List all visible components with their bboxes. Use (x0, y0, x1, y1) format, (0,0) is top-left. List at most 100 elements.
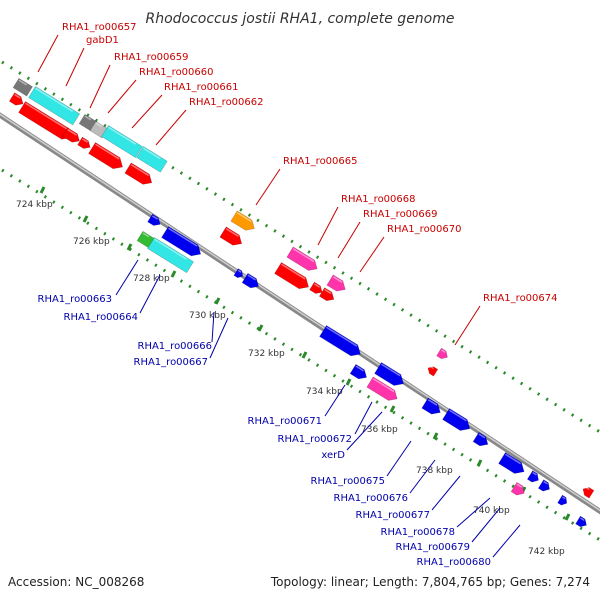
leader-line (209, 317, 229, 359)
feature-31 (349, 363, 367, 380)
gene-label: RHA1_ro00661 (164, 82, 239, 93)
major-tick-9 (432, 432, 439, 440)
gene-label: RHA1_ro00672 (278, 434, 353, 445)
axis-label: 724 kbp (16, 200, 53, 210)
accession-text: Accession: NC_008268 (8, 575, 144, 589)
feature-36 (526, 470, 539, 483)
leader-line (359, 236, 385, 273)
gene-label: RHA1_ro00670 (387, 224, 462, 235)
feature-19 (436, 347, 448, 360)
topology-text: Topology: linear; Length: 7,804,765 bp; … (270, 575, 590, 589)
major-tick-6 (301, 351, 308, 359)
feature-5 (136, 146, 168, 173)
feature-22 (510, 481, 525, 496)
feature-21 (366, 376, 398, 401)
gene-label: RHA1_ro00676 (334, 493, 409, 504)
feature-4 (101, 125, 143, 159)
feature-20 (427, 365, 439, 377)
major-tick-10 (476, 459, 483, 467)
feature-28 (241, 272, 259, 289)
feature-34 (472, 431, 489, 447)
leader-line (65, 47, 85, 87)
gene-label: RHA1_ro00663 (38, 294, 113, 305)
leader-line (37, 34, 59, 73)
features (8, 77, 595, 528)
gene-label: RHA1_ro00677 (356, 510, 431, 521)
leader-line (456, 497, 491, 528)
gene-label: RHA1_ro00657 (62, 22, 137, 33)
gene-label: RHA1_ro00660 (139, 67, 214, 78)
axis-label: 742 kbp (528, 547, 565, 557)
major-tick-12 (564, 513, 571, 521)
leader-line (386, 440, 412, 477)
major-tick-4 (214, 297, 221, 305)
tick-track-upper (1, 60, 600, 434)
gene-label: RHA1_ro00665 (283, 156, 358, 167)
leader-line (139, 274, 161, 314)
feature-13 (219, 226, 243, 246)
major-tick-3 (170, 270, 177, 278)
axis-label: 738 kbp (416, 466, 453, 476)
feature-30 (374, 362, 404, 386)
gene-label: xerD (321, 450, 345, 461)
feature-27 (233, 268, 244, 279)
tick-track-lower (1, 168, 600, 542)
gene-label: RHA1_ro00659 (114, 52, 189, 63)
feature-17 (318, 287, 335, 302)
leader-line (317, 206, 339, 246)
gene-label: RHA1_ro00678 (381, 527, 456, 538)
leader-line (471, 507, 501, 543)
tick-tracks (1, 60, 600, 542)
map-title: Rhodococcus jostii RHA1, complete genome (145, 11, 454, 27)
gene-label: RHA1_ro00669 (363, 209, 438, 220)
feature-32 (421, 397, 441, 415)
feature-23 (147, 213, 161, 226)
gene-label: RHA1_ro00666 (138, 341, 213, 352)
gene-label: RHA1_ro00671 (248, 416, 323, 427)
feature-24 (161, 226, 202, 257)
gene-label: gabD1 (86, 35, 119, 46)
feature-26 (147, 237, 194, 274)
feature-12 (230, 210, 255, 231)
feature-40 (582, 486, 595, 499)
feature-16 (309, 281, 323, 294)
leader-line (409, 459, 436, 494)
leader-line (454, 305, 481, 346)
gene-label: RHA1_ro00662 (189, 97, 264, 108)
leader-line (155, 109, 187, 146)
axis-label: 736 kbp (361, 425, 398, 435)
major-tick-1 (82, 215, 89, 223)
gene-labels: RHA1_ro00657 gabD1RHA1_ro00659RHA1_ro0066… (38, 22, 558, 568)
major-tick-0 (39, 186, 46, 194)
gene-label: RHA1_ro00680 (417, 557, 492, 568)
axis-label: 732 kbp (248, 349, 285, 359)
feature-18 (326, 274, 346, 292)
backbone (0, 112, 600, 515)
gene-label: RHA1_ro00674 (483, 293, 558, 304)
feature-6 (8, 92, 24, 106)
feature-11 (124, 162, 153, 185)
leader-line (107, 79, 137, 114)
leader-line (89, 64, 111, 109)
gene-label: RHA1_ro00668 (341, 194, 416, 205)
feature-14 (286, 246, 318, 271)
leader-line (354, 401, 373, 435)
backbone-highlight (0, 113, 600, 512)
leader-line (431, 475, 461, 511)
major-tick-8 (389, 405, 396, 413)
feature-37 (537, 479, 550, 492)
feature-0 (12, 77, 33, 97)
feature-10 (88, 142, 123, 170)
axis-label: 728 kbp (133, 274, 170, 284)
gene-label: RHA1_ro00679 (396, 542, 471, 553)
leader-line (337, 221, 361, 259)
gene-label: RHA1_ro00675 (311, 476, 386, 487)
leader-line (324, 384, 346, 417)
axis-label: 734 kbp (306, 387, 343, 397)
leader-line (115, 259, 139, 296)
backbone-line (0, 112, 600, 515)
feature-39 (575, 515, 587, 528)
feature-33 (442, 408, 471, 431)
